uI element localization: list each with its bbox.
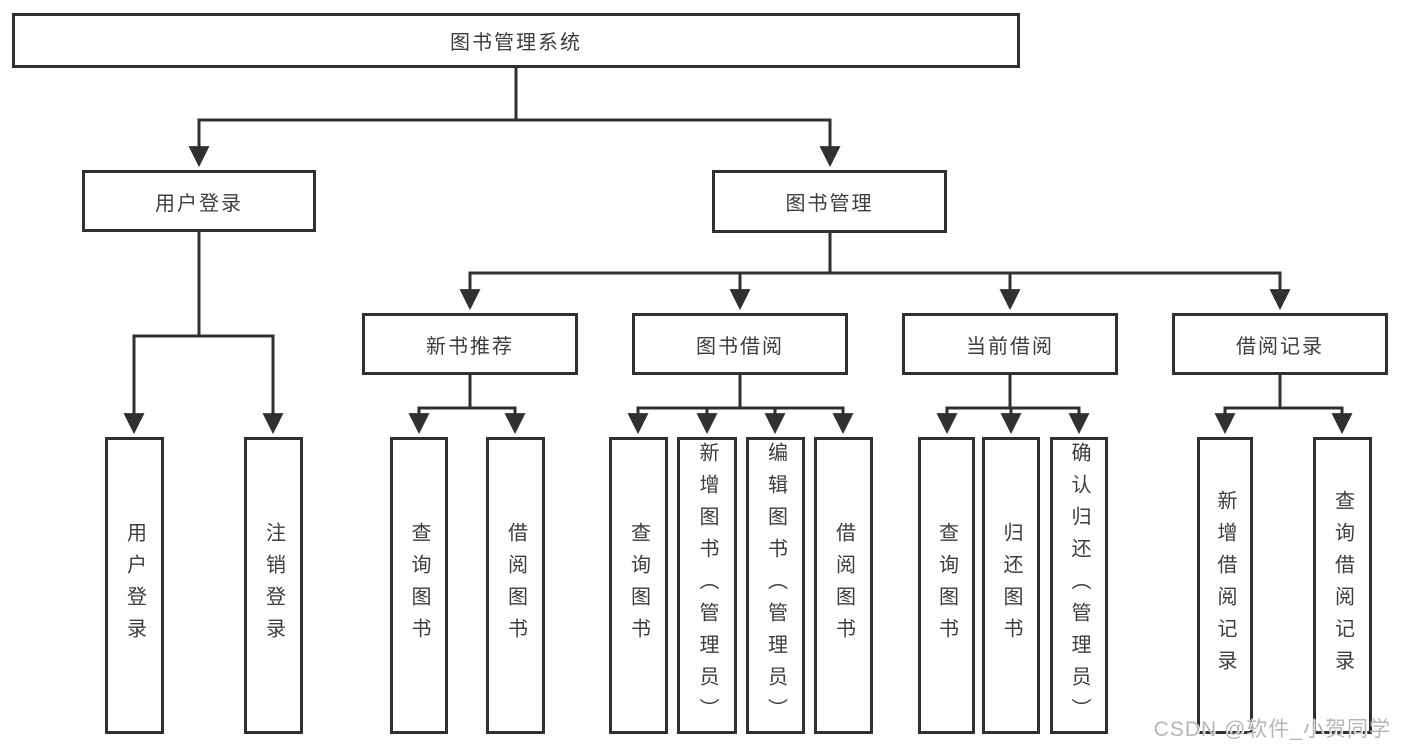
node-user-login-label: 用户登录 — [155, 192, 243, 215]
leaf-logout: 注销登录 — [244, 437, 303, 734]
connector-currentborrow-to-leaves — [936, 375, 1090, 435]
leaf-query-books-borrow: 查询图书 — [609, 437, 668, 734]
node-current-borrow: 当前借阅 — [902, 313, 1118, 375]
leaf-borrow-books-borrow-label: 借阅图书 — [832, 521, 855, 650]
leaf-query-books-current: 查询图书 — [918, 437, 975, 734]
leaf-borrow-books-borrow: 借阅图书 — [814, 437, 873, 734]
connector-newbooks-to-leaves — [408, 375, 526, 435]
connector-bookmgmt-to-level3 — [459, 233, 1291, 311]
connector-userlogin-to-leaves — [123, 232, 284, 435]
node-new-book-recommend-label: 新书推荐 — [426, 335, 514, 358]
leaf-return-books: 归还图书 — [982, 437, 1040, 734]
node-book-borrow: 图书借阅 — [632, 313, 848, 375]
node-book-borrow-label: 图书借阅 — [696, 335, 784, 358]
leaf-logout-label: 注销登录 — [262, 521, 285, 650]
leaf-query-borrow-record-label: 查询借阅记录 — [1331, 489, 1354, 682]
leaf-edit-book-admin-label: 编辑图书（管理员） — [764, 441, 787, 730]
connector-bookborrow-to-leaves — [627, 375, 854, 435]
leaf-edit-book-admin: 编辑图书（管理员） — [746, 437, 805, 734]
leaf-confirm-return-admin-label: 确认归还（管理员） — [1068, 441, 1090, 730]
leaf-query-books-current-label: 查询图书 — [935, 521, 958, 650]
node-book-management: 图书管理 — [712, 170, 947, 233]
leaf-borrow-books-newbooks: 借阅图书 — [486, 437, 545, 734]
leaf-query-borrow-record: 查询借阅记录 — [1313, 437, 1372, 734]
leaf-add-book-admin-label: 新增图书（管理员） — [696, 441, 718, 730]
node-new-book-recommend: 新书推荐 — [362, 313, 578, 375]
connector-root-to-level2 — [188, 68, 841, 168]
leaf-user-login-label: 用户登录 — [123, 521, 146, 650]
node-root-label: 图书管理系统 — [450, 32, 582, 54]
node-root-system: 图书管理系统 — [12, 13, 1020, 68]
leaf-user-login: 用户登录 — [105, 437, 164, 734]
connector-borrowrecords-to-leaves — [1214, 375, 1353, 435]
leaf-query-books-newbooks-label: 查询图书 — [408, 521, 430, 650]
node-book-management-label: 图书管理 — [785, 193, 874, 215]
leaf-confirm-return-admin: 确认归还（管理员） — [1050, 437, 1108, 734]
leaf-query-books-newbooks: 查询图书 — [390, 437, 448, 734]
leaf-return-books-label: 归还图书 — [1000, 521, 1022, 650]
leaf-query-books-borrow-label: 查询图书 — [627, 521, 650, 650]
leaf-add-borrow-record-label: 新增借阅记录 — [1214, 489, 1236, 682]
node-current-borrow-label: 当前借阅 — [966, 335, 1054, 358]
leaf-borrow-books-newbooks-label: 借阅图书 — [504, 521, 527, 650]
node-user-login: 用户登录 — [82, 170, 316, 232]
node-borrow-records-label: 借阅记录 — [1236, 335, 1324, 358]
csdn-watermark: CSDN @软件_小贺同学 — [1153, 718, 1391, 741]
leaf-add-book-admin: 新增图书（管理员） — [677, 437, 737, 734]
node-borrow-records: 借阅记录 — [1172, 313, 1388, 375]
leaf-add-borrow-record: 新增借阅记录 — [1197, 437, 1253, 734]
